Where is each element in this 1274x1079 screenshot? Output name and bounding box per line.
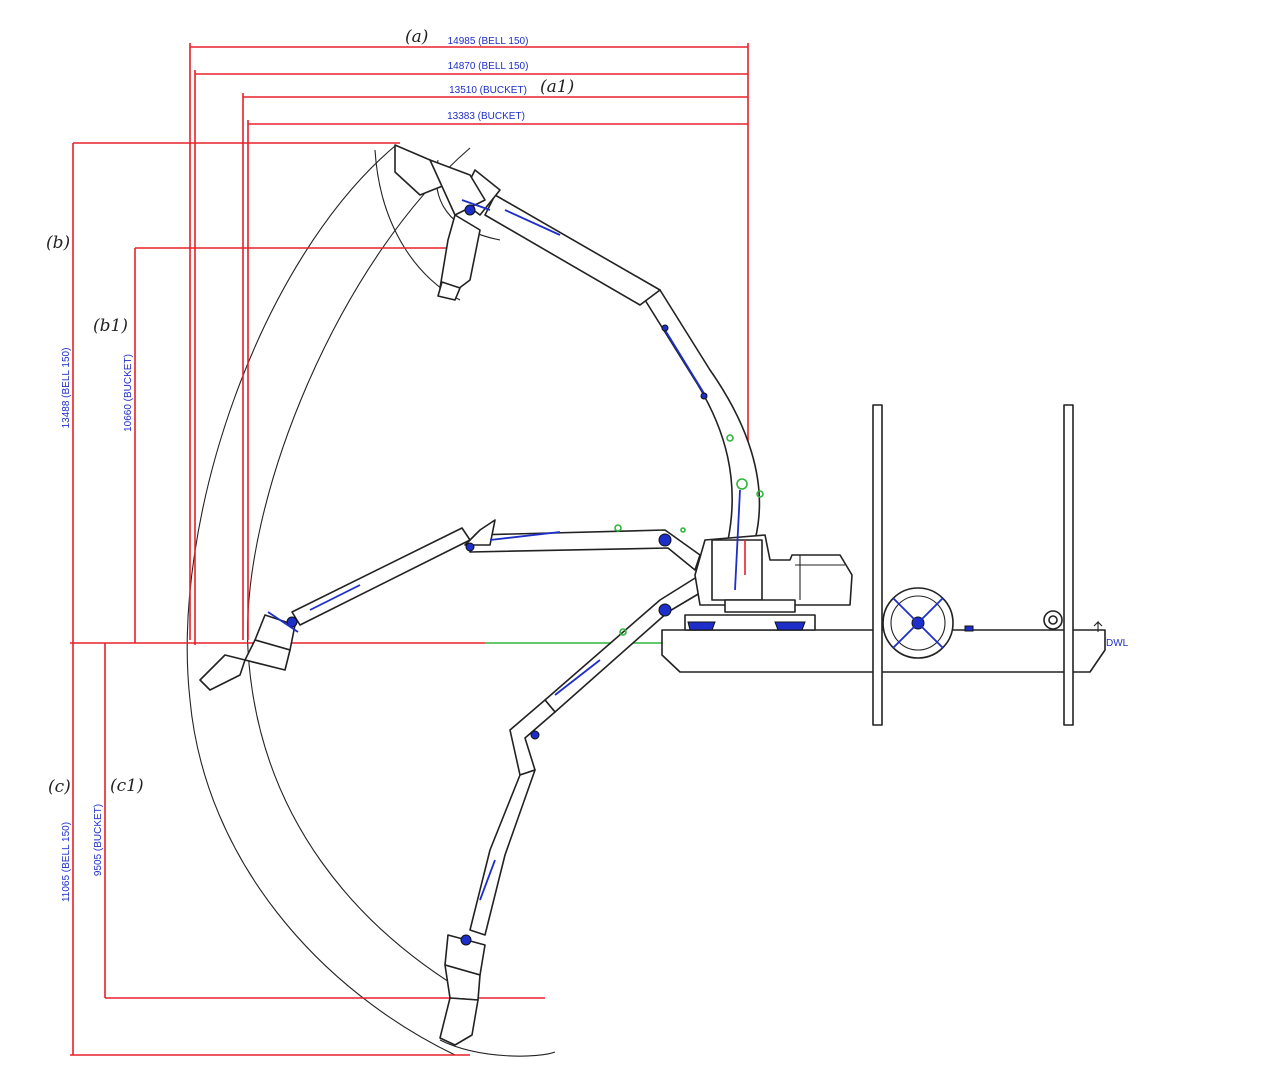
- pontoon: [661, 404, 1106, 726]
- label-a: (a): [405, 27, 428, 47]
- top-dimensions: [189, 43, 749, 645]
- label-b1: (b1): [93, 316, 128, 336]
- dim-b-bell: 13488 (BELL 150): [61, 348, 72, 429]
- label-c: (c): [48, 777, 71, 797]
- dim-a2-bell: 14870 (BELL 150): [448, 61, 529, 72]
- label-a1: (a1): [540, 77, 574, 97]
- dim-a1-bucket: 13510 (BUCKET): [449, 85, 527, 96]
- outer-reach-arc: [186, 145, 456, 1056]
- dim-c1-bucket: 9505 (BUCKET): [93, 804, 104, 876]
- spud-leg-left: [872, 404, 883, 726]
- excavator-upper-body: [694, 489, 853, 613]
- dim-c-bell: 11065 (BELL 150): [61, 822, 72, 902]
- spud-leg-right: [1063, 404, 1074, 726]
- inner-reach-arc: [247, 147, 471, 996]
- boom-horizontal: [199, 519, 701, 691]
- label-b: (b): [46, 233, 70, 253]
- label-c1: (c1): [110, 776, 144, 796]
- bottom-arc-tail: [439, 1039, 556, 1057]
- dim-a2-bucket: 13383 (BUCKET): [447, 111, 525, 122]
- pivot-markers: [614, 434, 764, 636]
- waterline-label: DWL: [1106, 638, 1129, 649]
- left-dimensions: [70, 142, 545, 1056]
- boom-lowered: [439, 574, 706, 1046]
- dim-a-bell: 14985 (BELL 150): [448, 36, 529, 47]
- boom-raised: [394, 144, 761, 541]
- dim-b1-bucket: 10660 (BUCKET): [123, 354, 134, 432]
